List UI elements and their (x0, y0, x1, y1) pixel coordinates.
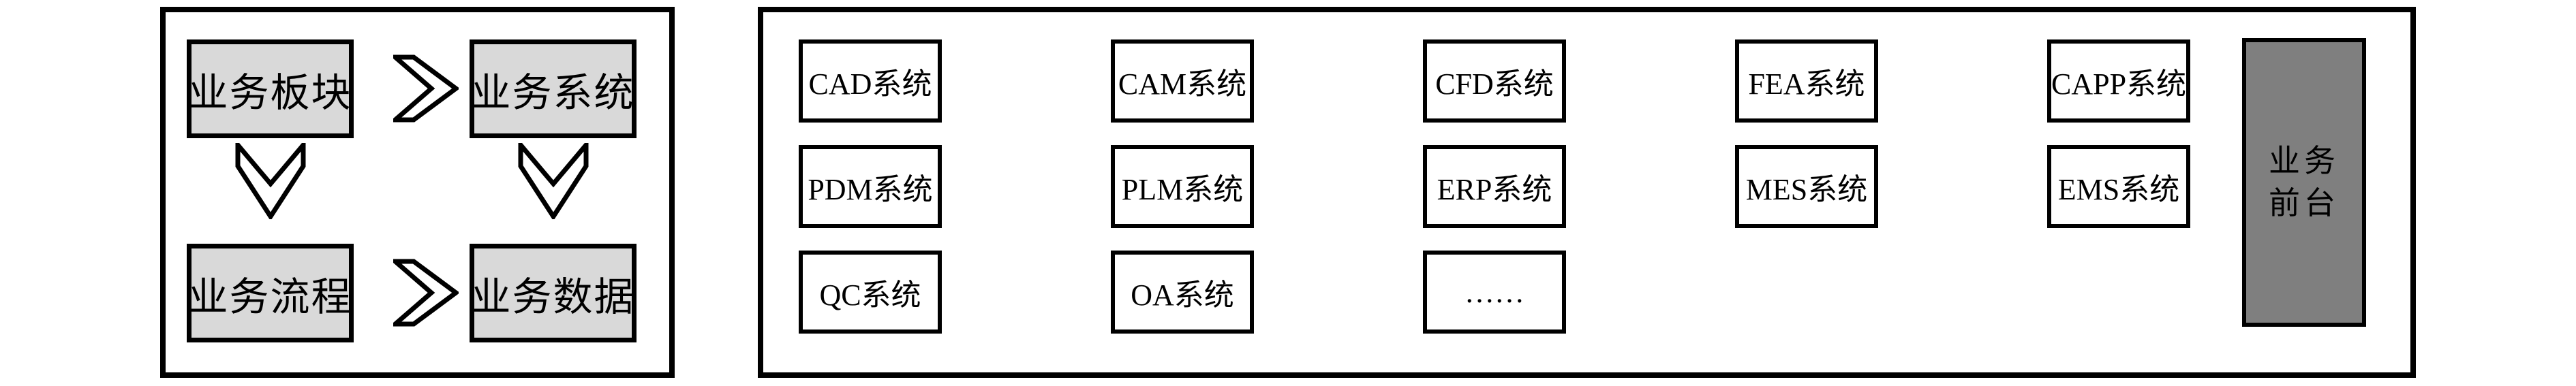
node-business-system: 业务系统 (470, 39, 637, 138)
left-panel: 业务板块 业务系统 业务流程 业务数据 (160, 7, 675, 378)
node-business-sector: 业务板块 (187, 39, 354, 138)
chevron-down-icon (235, 138, 306, 223)
system-box-cam: CAM系统 (1111, 39, 1254, 123)
system-box-ellipsis: …… (1423, 251, 1566, 334)
node-business-process: 业务流程 (187, 244, 354, 342)
system-box-plm: PLM系统 (1111, 145, 1254, 228)
system-box-qc: QC系统 (799, 251, 942, 334)
business-front-desk-box: 业务 前台 (2242, 38, 2366, 327)
front-desk-label-line2: 前台 (2269, 186, 2340, 221)
chevron-right-icon (388, 54, 460, 126)
front-desk-label-line1: 业务 (2269, 143, 2340, 178)
chevron-down-icon (518, 138, 589, 223)
system-box-mes: MES系统 (1735, 145, 1878, 228)
system-box-cad: CAD系统 (799, 39, 942, 123)
system-box-oa: OA系统 (1111, 251, 1254, 334)
system-box-fea: FEA系统 (1735, 39, 1878, 123)
system-box-erp: ERP系统 (1423, 145, 1566, 228)
right-panel: CAD系统 CAM系统 CFD系统 FEA系统 CAPP系统 PDM系统 PLM… (758, 7, 2416, 378)
system-box-pdm: PDM系统 (799, 145, 942, 228)
system-box-ems: EMS系统 (2047, 145, 2190, 228)
node-business-data: 业务数据 (470, 244, 637, 342)
system-box-cfd: CFD系统 (1423, 39, 1566, 123)
chevron-right-icon (388, 259, 460, 330)
system-box-capp: CAPP系统 (2047, 39, 2190, 123)
